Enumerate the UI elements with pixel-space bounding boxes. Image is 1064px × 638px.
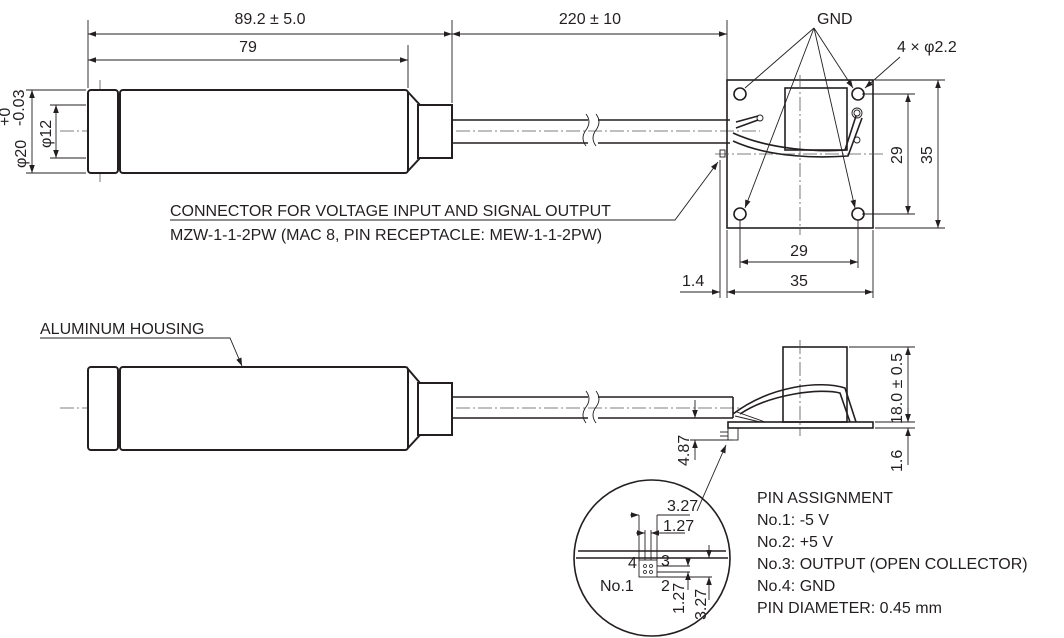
hole-spec: 4 × φ2.2 <box>897 39 957 56</box>
dim-overall-length: 89.2 ± 5.0 <box>234 11 305 28</box>
detail-pitch-inner-h: 1.27 <box>663 518 694 535</box>
dim-body-length: 79 <box>239 39 257 56</box>
dim-height: 18.0 ± 0.5 <box>889 353 906 424</box>
pin-detail: 3.27 1.27 1.27 3.27 4 3 2 No.1 <box>573 444 731 637</box>
gnd-leaders <box>744 27 856 209</box>
detail-pitch-outer-v: 3.27 <box>693 589 710 620</box>
sensor-neck <box>417 104 453 159</box>
pin-assignment-item: No.1: -5 V <box>757 512 829 529</box>
connector-label-line2: MZW-1-1-2PW (MAC 8, PIN RECEPTACLE: MEW-… <box>170 227 602 244</box>
dim-outer-tol-upper: +0 <box>0 108 14 126</box>
pin-assignment-title: PIN ASSIGNMENT <box>757 490 893 507</box>
pin-assignment-item: PIN DIAMETER: 0.45 mm <box>757 600 942 617</box>
pin-2-label: 2 <box>661 578 670 595</box>
pin-assignment-item: No.2: +5 V <box>757 534 833 551</box>
pin-4-label: 4 <box>628 555 637 572</box>
top-view: 89.2 ± 5.0 79 220 ± 10 φ20 +0 -0.03 φ12 … <box>0 11 957 298</box>
sensor-cap <box>87 89 119 174</box>
dim-connector-height: 4.87 <box>676 435 693 466</box>
connector-label-line1: CONNECTOR FOR VOLTAGE INPUT AND SIGNAL O… <box>170 203 611 220</box>
dim-outer-tol-lower: -0.03 <box>11 89 28 126</box>
dim-cable-length: 220 ± 10 <box>559 11 621 28</box>
pin-3-label: 3 <box>661 553 670 570</box>
pin-1-label: No.1 <box>600 578 634 595</box>
dim-board-thickness: 1.6 <box>889 450 906 472</box>
dim-inner-diameter: φ12 <box>38 120 55 148</box>
dim-board-size-h: 35 <box>790 273 808 290</box>
pin-assignment: PIN ASSIGNMENT No.1: -5 V No.2: +5 V No.… <box>757 490 1028 617</box>
dim-hole-pitch-h: 29 <box>790 243 808 260</box>
detail-pitch-outer-h: 3.27 <box>667 498 698 515</box>
board-side <box>727 421 874 429</box>
pin-assignment-item: No.4: GND <box>757 578 835 595</box>
pin-assignment-item: No.3: OUTPUT (OPEN COLLECTOR) <box>757 556 1028 573</box>
detail-pitch-inner-v: 1.27 <box>671 583 688 614</box>
dim-hole-pitch-v: 29 <box>889 146 906 164</box>
sensor-body <box>119 89 409 174</box>
dim-board-size-v: 35 <box>919 146 936 164</box>
side-view: 4.87 18.0 ± 0.5 1.6 ALUMINUM HOUSING <box>40 321 915 472</box>
dim-connector-offset: 1.4 <box>682 273 704 290</box>
dim-outer-diameter: φ20 <box>13 140 30 168</box>
housing-label: ALUMINUM HOUSING <box>40 321 204 338</box>
gnd-label: GND <box>817 11 853 28</box>
cable <box>452 113 730 147</box>
